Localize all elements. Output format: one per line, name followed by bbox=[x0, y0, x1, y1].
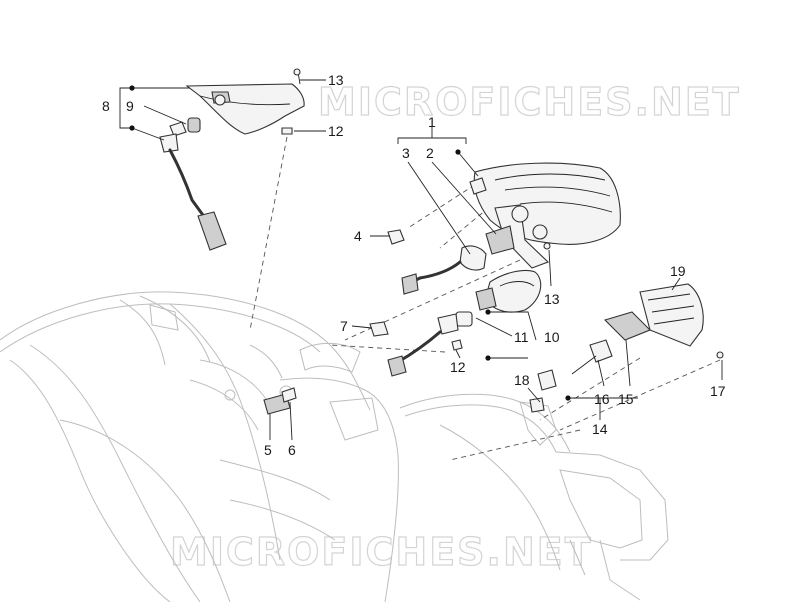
callout-13-right: 13 bbox=[544, 291, 560, 307]
socket-3-wire bbox=[410, 260, 462, 284]
callout-9: 9 bbox=[126, 98, 134, 114]
callout-1: 1 bbox=[428, 114, 436, 130]
socket-18 bbox=[537, 369, 557, 391]
clip-7 bbox=[369, 321, 389, 337]
bulb-socket-9 bbox=[169, 121, 187, 137]
callout-5: 5 bbox=[264, 442, 272, 458]
callout-19: 19 bbox=[670, 263, 686, 279]
callout-4: 4 bbox=[354, 228, 362, 244]
clip-4 bbox=[387, 229, 405, 245]
watermark-top: MICROFICHES.NET bbox=[318, 80, 741, 124]
callout-12-top: 12 bbox=[328, 123, 344, 139]
socket-6 bbox=[281, 387, 297, 403]
callout-10: 10 bbox=[544, 329, 560, 345]
assembly-guide-lines bbox=[249, 136, 721, 461]
scooter-body-outline bbox=[0, 291, 399, 602]
screw-13-right bbox=[543, 242, 551, 250]
leader-lines bbox=[119, 79, 723, 441]
plate-light-housing-19 bbox=[639, 283, 704, 347]
small-light-assembly bbox=[263, 387, 297, 415]
screw-17 bbox=[716, 351, 724, 359]
callout-13-top: 13 bbox=[328, 72, 344, 88]
callout-17: 17 bbox=[710, 383, 726, 399]
callout-12-lower: 12 bbox=[450, 359, 466, 375]
clip-12-top bbox=[281, 127, 293, 135]
callout-3: 3 bbox=[402, 145, 410, 161]
turn-signal-housing-10 bbox=[475, 287, 497, 311]
callout-7: 7 bbox=[340, 318, 348, 334]
clip-18 bbox=[529, 397, 545, 413]
tail-light-assembly bbox=[387, 162, 621, 295]
clip-12-lower bbox=[451, 339, 463, 351]
callout-6: 6 bbox=[288, 442, 296, 458]
rear-fender-outline bbox=[399, 393, 669, 601]
socket-3 bbox=[459, 245, 487, 271]
plate-light-lens-15 bbox=[603, 311, 651, 341]
callout-16: 16 bbox=[594, 391, 610, 407]
callout-18: 18 bbox=[514, 372, 530, 388]
bulb-2 bbox=[485, 225, 515, 255]
callout-labels: 1 2 3 4 5 6 7 8 9 10 11 12 12 13 13 14 1… bbox=[102, 72, 726, 458]
wire-connector bbox=[197, 211, 227, 251]
screw-13-top bbox=[293, 68, 301, 76]
turn-signal-lens bbox=[485, 269, 542, 313]
callout-2: 2 bbox=[426, 145, 434, 161]
bulb-9 bbox=[187, 117, 201, 133]
watermark-bottom: MICROFICHES.NET bbox=[170, 530, 593, 574]
callout-11: 11 bbox=[514, 329, 529, 345]
callout-14: 14 bbox=[592, 421, 608, 437]
upper-light-assembly bbox=[159, 68, 305, 251]
callout-8: 8 bbox=[102, 98, 110, 114]
license-plate-light-assembly bbox=[529, 283, 724, 413]
bulb-11 bbox=[455, 311, 473, 327]
upper-light-housing bbox=[185, 83, 305, 135]
turn-signal-wire bbox=[396, 330, 442, 364]
bulb-holder-16 bbox=[589, 339, 613, 363]
callout-15: 15 bbox=[618, 391, 634, 407]
light-wire-harness bbox=[168, 148, 210, 224]
turn-signal-assembly bbox=[369, 269, 542, 377]
